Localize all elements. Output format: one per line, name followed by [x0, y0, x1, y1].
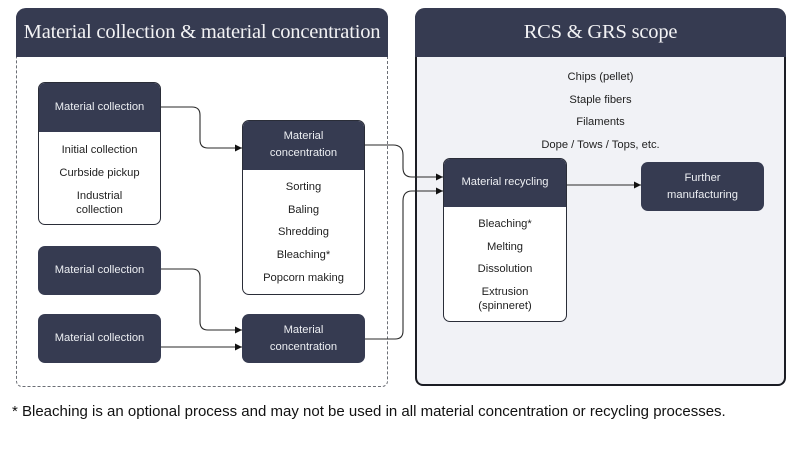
- material-recycling-box[interactable]: Material recycling Bleaching* Melting Di…: [443, 158, 567, 322]
- list-item: Bleaching*: [276, 249, 331, 262]
- footnote-bleaching: * Bleaching is an optional process and m…: [12, 403, 726, 420]
- output-item: Dope / Tows / Tops, etc.: [541, 139, 660, 152]
- list-item: Melting: [486, 240, 524, 253]
- collection-concentration-panel: Material collection & material concentra…: [16, 8, 388, 387]
- material-collection-box-1-title: Material collection: [39, 83, 160, 132]
- further-manufacturing-box-title: Further manufacturing: [667, 171, 738, 201]
- list-item: Curbside pickup: [59, 167, 140, 179]
- further-manufacturing-box[interactable]: Further manufacturing: [641, 162, 764, 211]
- concentration-steps-list: Sorting Baling Shredding Bleaching* Popc…: [243, 170, 364, 293]
- list-item: Baling: [287, 203, 320, 216]
- rcs-grs-scope-panel-title: RCS & GRS scope: [415, 8, 786, 57]
- recycling-outputs-list: Chips (pellet) Staple fibers Filaments D…: [415, 66, 786, 157]
- output-item: Chips (pellet): [567, 71, 634, 83]
- material-concentration-box-2[interactable]: Material concentration: [242, 314, 365, 363]
- material-concentration-box-1[interactable]: Material concentration Sorting Baling Sh…: [242, 120, 365, 295]
- list-item: Initial collection: [61, 144, 138, 156]
- list-item: Extrusion (spinneret): [478, 286, 532, 313]
- material-collection-box-2[interactable]: Material collection: [38, 246, 161, 295]
- list-item: Bleaching*: [478, 218, 532, 230]
- output-item: Staple fibers: [569, 93, 632, 106]
- material-concentration-box-1-title: Material concentration: [243, 121, 364, 170]
- material-collection-box-3-title: Material collection: [54, 332, 145, 344]
- material-recycling-box-title: Material recycling: [444, 159, 566, 207]
- material-collection-box-1[interactable]: Material collection Initial collection C…: [38, 82, 161, 225]
- list-item: Shredding: [277, 226, 329, 239]
- material-collection-box-2-title: Material collection: [54, 264, 145, 276]
- collection-steps-list: Initial collection Curbside pickup Indus…: [39, 132, 160, 217]
- list-item: Sorting: [285, 181, 322, 193]
- list-item: Industrial collection: [76, 190, 123, 216]
- list-item: Popcorn making: [263, 271, 344, 284]
- list-item: Dissolution: [477, 263, 533, 276]
- collection-concentration-panel-title: Material collection & material concentra…: [16, 8, 388, 57]
- material-concentration-box-2-title: Material concentration: [269, 323, 338, 353]
- material-collection-box-3[interactable]: Material collection: [38, 314, 161, 363]
- output-item: Filaments: [576, 116, 625, 129]
- recycling-steps-list: Bleaching* Melting Dissolution Extrusion…: [444, 207, 566, 313]
